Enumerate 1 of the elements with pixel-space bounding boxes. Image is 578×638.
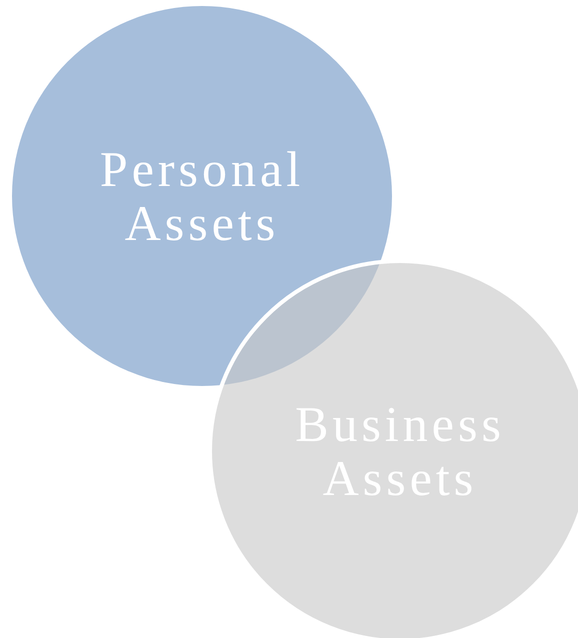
circle-label: Personal Assets bbox=[98, 142, 306, 250]
